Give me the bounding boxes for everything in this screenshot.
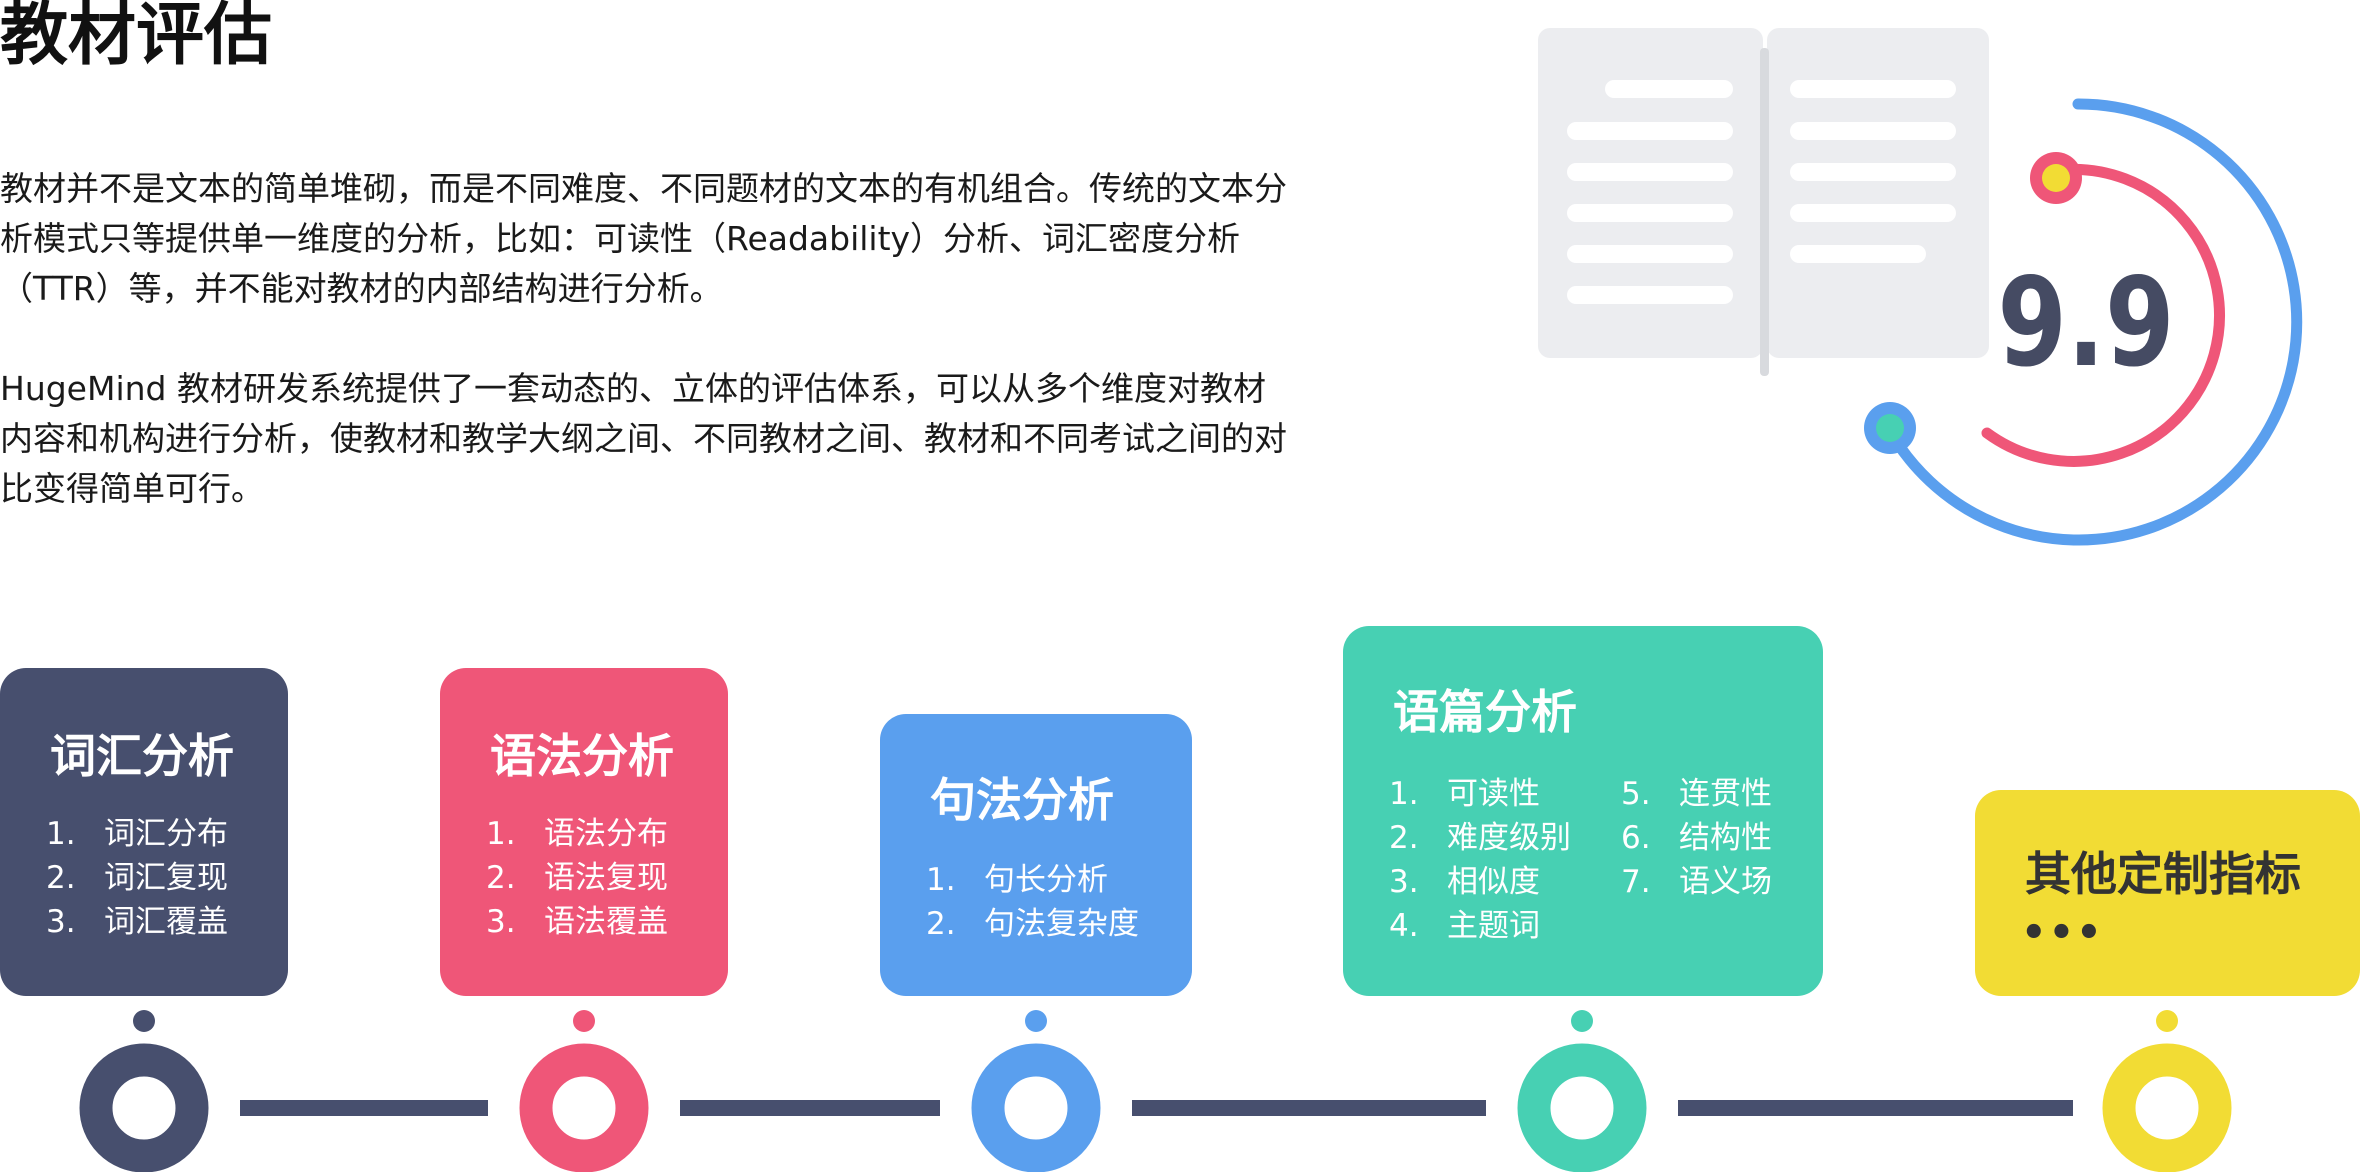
list-item: 2.难度级别 bbox=[1389, 820, 1571, 856]
list-item: 2.语法复现 bbox=[486, 860, 668, 896]
grammar-analysis-card: 语法分析 1.语法分布 2.语法复现 3.语法覆盖 bbox=[440, 668, 728, 996]
vocabulary-analysis-card: 词汇分析 1.词汇分布 2.词汇复现 3.词汇覆盖 bbox=[0, 668, 288, 996]
open-book-icon bbox=[1538, 28, 1989, 376]
card-list-left: 1.可读性 2.难度级别 3.相似度 4.主题词 bbox=[1389, 772, 1571, 948]
list-item: 1.句长分析 bbox=[926, 862, 1108, 898]
timeline-node-3 bbox=[971, 1010, 1101, 1172]
list-item: 1.语法分布 bbox=[486, 816, 668, 852]
card-title: 其他定制指标 bbox=[2025, 847, 2301, 901]
card-title: 语篇分析 bbox=[1393, 685, 1577, 739]
list-item: 5.连贯性 bbox=[1621, 776, 1772, 812]
card-list: 1.词汇分布 2.词汇复现 3.词汇覆盖 bbox=[46, 812, 228, 944]
card-list-right: 5.连贯性 6.结构性 7.语义场 bbox=[1621, 772, 1772, 904]
timeline-node-4 bbox=[1517, 1010, 1647, 1172]
timeline-node-5 bbox=[2102, 1010, 2232, 1172]
ellipsis-icon: ••• bbox=[2021, 910, 2104, 956]
list-item: 6.结构性 bbox=[1621, 820, 1772, 856]
card-title: 句法分析 bbox=[930, 773, 1114, 827]
score-value: 9.9 bbox=[1997, 252, 2174, 394]
page-title: 教材评估 bbox=[0, 0, 273, 75]
card-list: 1.句长分析 2.句法复杂度 bbox=[926, 858, 1139, 946]
timeline bbox=[79, 1010, 2232, 1172]
list-item: 3.词汇覆盖 bbox=[46, 904, 228, 940]
custom-metrics-card: 其他定制指标 ••• bbox=[1975, 790, 2360, 996]
card-list: 1.语法分布 2.语法复现 3.语法覆盖 bbox=[486, 812, 668, 944]
card-title: 词汇分析 bbox=[50, 729, 234, 783]
card-title: 语法分析 bbox=[490, 729, 674, 783]
list-item: 7.语义场 bbox=[1621, 864, 1772, 900]
list-item: 3.语法覆盖 bbox=[486, 904, 668, 940]
timeline-node-1 bbox=[79, 1010, 209, 1172]
syntax-analysis-card: 句法分析 1.句长分析 2.句法复杂度 bbox=[880, 714, 1192, 996]
score-gauge-icon bbox=[1864, 98, 2303, 546]
list-item: 3.相似度 bbox=[1389, 864, 1540, 900]
list-item: 2.句法复杂度 bbox=[926, 906, 1139, 942]
timeline-connectors bbox=[240, 1100, 2073, 1116]
timeline-node-2 bbox=[519, 1010, 649, 1172]
list-item: 1.可读性 bbox=[1389, 776, 1540, 812]
intro-paragraph-1: 教材并不是文本的简单堆砌，而是不同难度、不同题材的文本的有机组合。传统的文本分析… bbox=[0, 169, 1287, 308]
list-item: 1.词汇分布 bbox=[46, 816, 228, 852]
intro-paragraph-2: HugeMind 教材研发系统提供了一套动态的、立体的评估体系，可以从多个维度对… bbox=[0, 369, 1287, 508]
list-item: 2.词汇复现 bbox=[46, 860, 228, 896]
book-score-illustration: 9.9 bbox=[1538, 28, 2303, 546]
list-item: 4.主题词 bbox=[1389, 908, 1540, 944]
discourse-analysis-card: 语篇分析 1.可读性 2.难度级别 3.相似度 4.主题词 5.连贯性 6.结构… bbox=[1343, 626, 1823, 996]
